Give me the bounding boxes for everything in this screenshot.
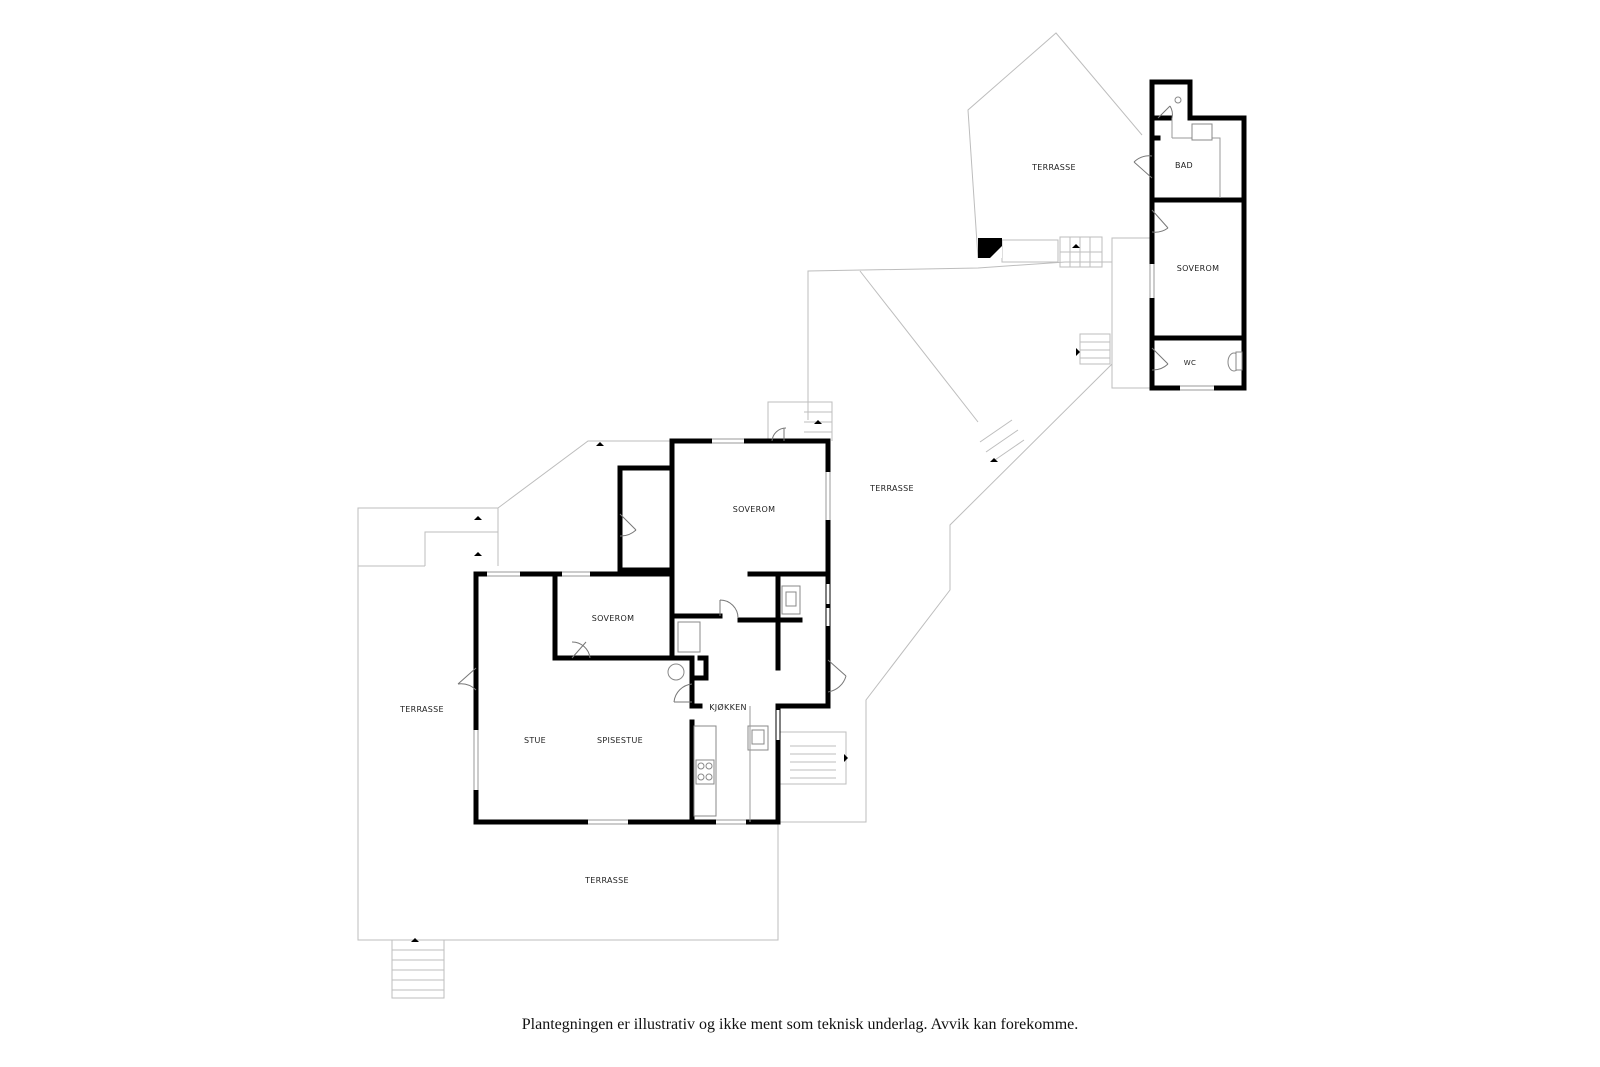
label-soverom-lower: SOVEROM [592,614,635,623]
label-wc: WC [1184,359,1196,367]
stair-arrows [411,244,1080,942]
room-labels: TERRASSE BAD SOVEROM WC TERRASSE SOVEROM… [399,161,1219,885]
annex-details [1133,96,1243,391]
label-spisestue: SPISESTUE [597,736,643,745]
label-soverom-upper: SOVEROM [733,505,776,514]
disclaimer-caption: Plantegningen er illustrativ og ikke men… [521,1016,1079,1033]
label-terrasse-south: TERRASSE [584,876,629,885]
main-house-windows [473,438,831,825]
label-kjokken: KJØKKEN [709,702,747,712]
label-stue: STUE [524,736,546,745]
terrace-outlines [357,32,1152,999]
stair-treads [392,237,1110,991]
label-terrasse-west: TERRASSE [399,705,444,714]
label-soverom-annex: SOVEROM [1177,264,1220,273]
main-house-walls [473,438,831,825]
label-terrasse-north: TERRASSE [1031,163,1076,172]
label-bad: BAD [1175,161,1193,170]
label-terrasse-middle: TERRASSE [869,484,914,493]
chimney-block-inner [990,246,1002,258]
main-house-fixtures [667,585,801,822]
main-house-doors [457,427,847,703]
annex-walls [1149,79,1247,391]
